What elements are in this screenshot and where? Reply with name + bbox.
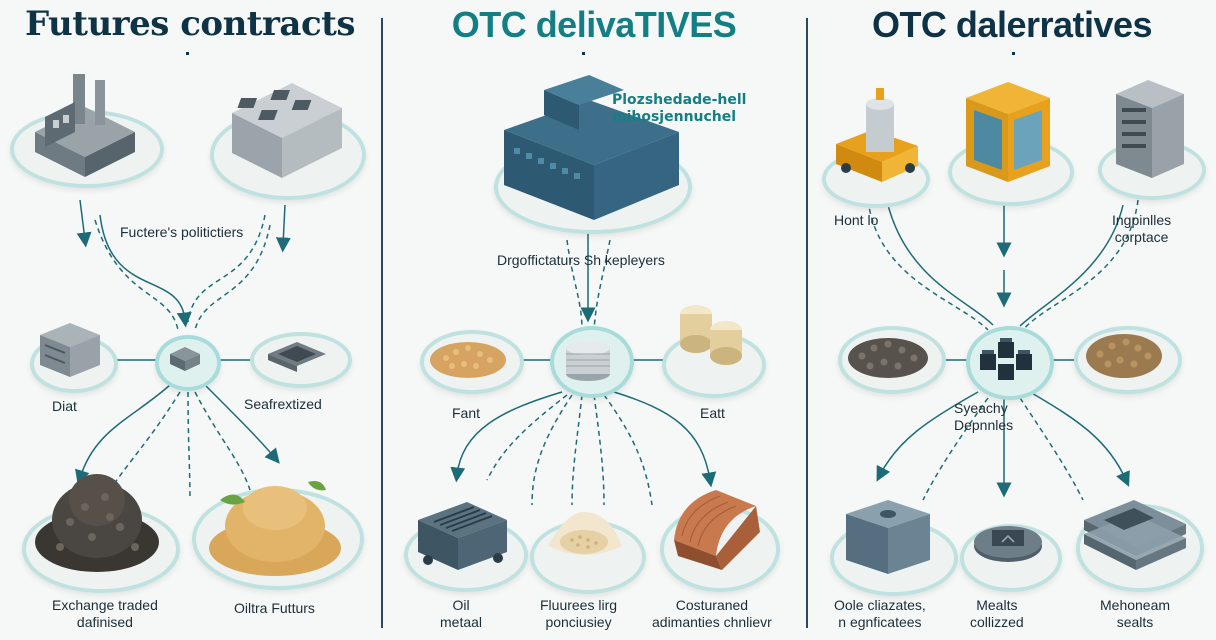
title-dot [1012,52,1015,55]
coal-pile-icon [35,474,159,572]
bottom-left-label: Oole cliazates, n egnficatees [834,597,926,630]
panel-divider [806,18,808,628]
cubes-icon [980,338,1032,380]
glass-building-icon [966,82,1050,182]
beans-icon [430,342,506,378]
pebbles-icon [848,338,928,378]
bottom-right-label: Mehoneam sealts [1100,597,1171,630]
panel-title: OTC dalerratives [871,4,1153,45]
server-icon [40,323,100,377]
bottom-right-label: Costuraned adimanties chnlievr [652,597,772,630]
flow-label: Fuctere's politictiers [120,224,244,240]
grain-pile-icon [209,481,341,576]
panel-divider [381,18,383,628]
cargo-container-icon [418,502,507,570]
warehouse-icon [504,75,679,220]
chip-icon [170,347,200,371]
right-mid-label: Seafrextized [244,396,322,412]
left-mid-label: Fant [452,405,481,421]
stacked-coins-icon [566,341,610,381]
storage-shed-icon [674,490,760,570]
futures-contracts-panel: Futures contracts [0,0,380,640]
otc-derivatives-panel-2: OTC dalerratives [808,0,1216,640]
top-right-label: Ingpinlles corptace [1112,212,1172,245]
barrels-icon [680,305,742,365]
chip-icon [268,342,326,372]
bottom-left-label: Oil metaal [440,597,483,630]
disc-icon [974,526,1042,562]
center-label: Syeachy Depnnles [954,400,1014,433]
otc-derivatives-panel: OTC delivaTIVES [382,0,806,640]
tray-stack-icon [1084,500,1186,570]
top-left-label: Hont lo [834,212,879,228]
factory-icon [35,74,135,177]
flow-label: Drgoffictaturs Sh kepleyers [497,252,665,268]
title-dot [186,52,189,55]
title-dot [582,52,585,55]
bottom-left-label: Exchange traded dafinised [52,597,158,630]
panel-title: Futures contracts [24,4,356,44]
panel-title: OTC delivaTIVES [451,4,737,45]
right-mid-label: Eatt [700,405,725,421]
box-icon [846,500,930,574]
callout-label: Plozshedade-hell mihosjennuchel [612,92,747,125]
grains-plate-icon [548,511,622,555]
beans-icon [1086,334,1162,378]
bottom-mid-label: Mealts collizzed [970,597,1024,630]
bottom-mid-label: Fluurees lirg ponciusiey [540,597,618,630]
left-mid-label: Diat [52,398,77,414]
tank-truck-icon [836,88,918,182]
office-building-icon [232,83,342,178]
tower-building-icon [1116,80,1184,178]
bottom-right-label: Oiltra Futturs [234,600,315,616]
